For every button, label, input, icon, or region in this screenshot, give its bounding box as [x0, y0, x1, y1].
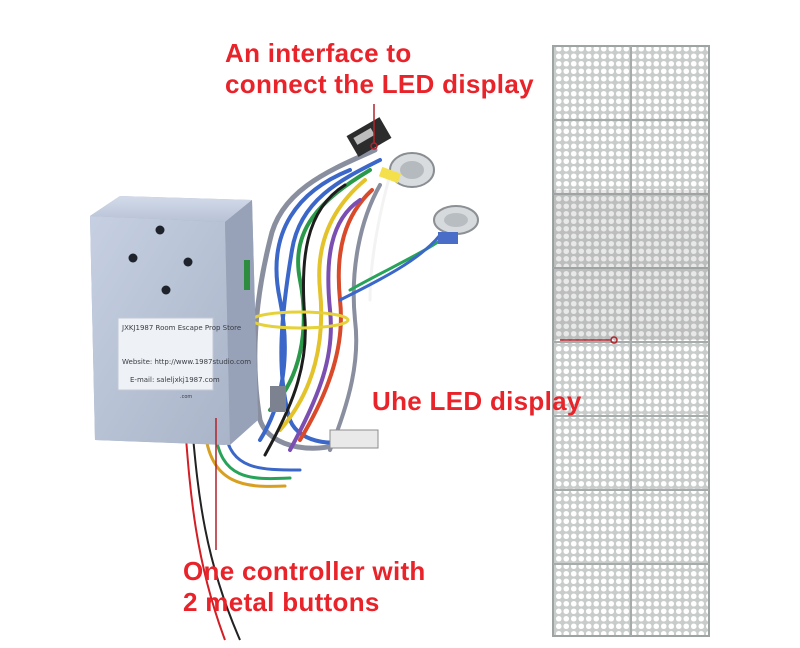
interface-callout: An interface to connect the LED display: [225, 38, 534, 100]
led-display: [552, 45, 710, 637]
connector-plug: [346, 117, 392, 157]
metal-button-1: [378, 152, 435, 188]
callout-leaders: [215, 104, 618, 550]
controller-label-line4: .com: [180, 394, 193, 400]
controller-callout-line2: 2 metal buttons: [183, 587, 380, 617]
interface-callout-line2: connect the LED display: [225, 69, 534, 99]
controller-callout: One controller with 2 metal buttons: [183, 556, 426, 618]
controller-callout-line1: One controller with: [183, 556, 426, 586]
power-wire: [184, 424, 241, 641]
cable-connector-bottom: [270, 386, 379, 449]
led-display-callout: Uhe LED display: [372, 386, 582, 416]
controller-label-line3: E-mail: saleljxkj1987.com: [130, 376, 220, 384]
controller-label-line1: JXKJ1987 Room Escape Prop Store: [122, 324, 242, 332]
metal-button-2: [433, 205, 479, 244]
controller-label-line2: Website: http://www.1987studio.com: [122, 358, 252, 366]
controller-box: [90, 196, 258, 445]
interface-callout-line1: An interface to: [225, 38, 412, 68]
